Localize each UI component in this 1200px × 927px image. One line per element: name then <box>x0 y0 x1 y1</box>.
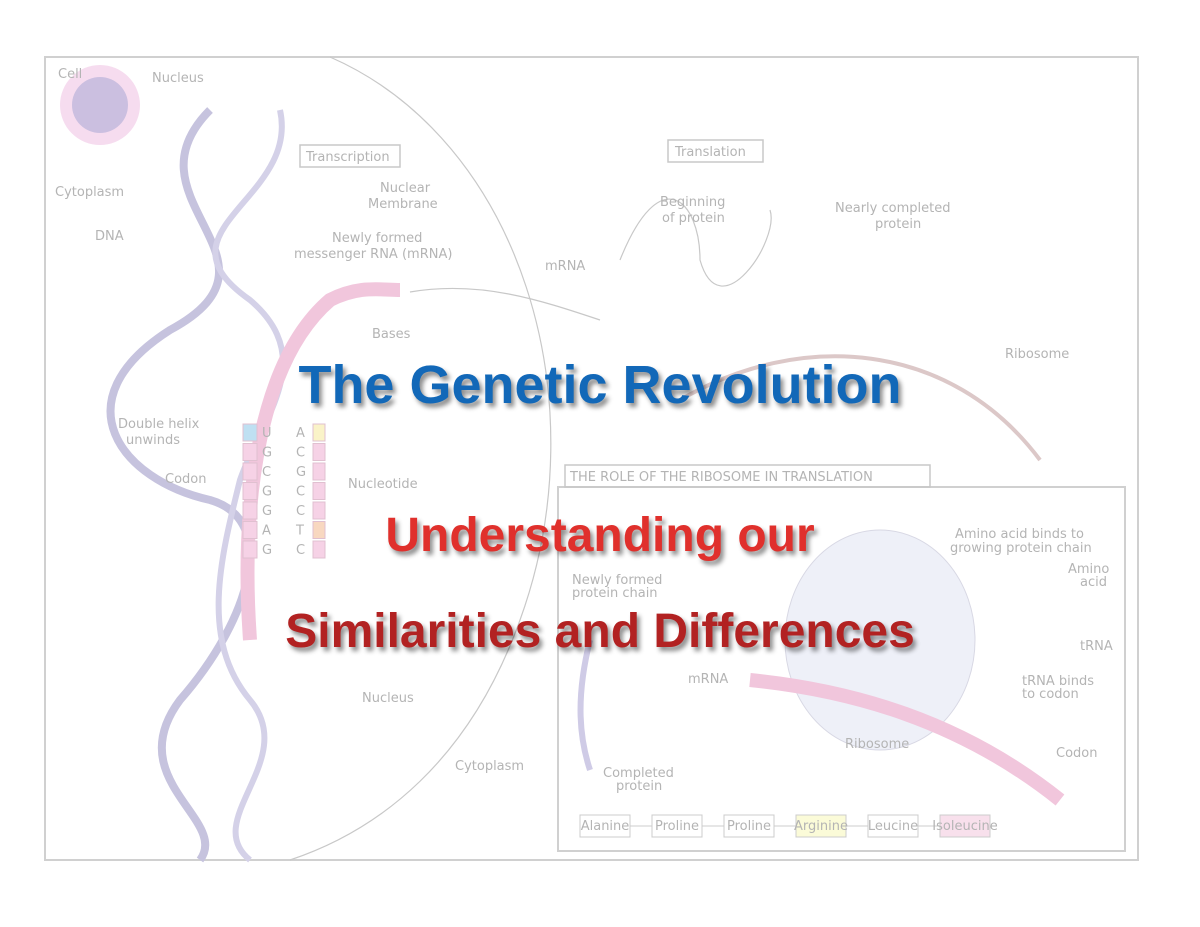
label: tRNA <box>1080 639 1113 654</box>
nucleotide-block <box>312 462 326 481</box>
slide-subtitle-line1: Understanding our <box>385 509 815 562</box>
label: Nucleotide <box>348 477 418 492</box>
label: acid <box>1080 575 1107 590</box>
slide-subtitle-line2: Similarities and Differences <box>285 605 915 658</box>
label: Cytoplasm <box>55 185 124 200</box>
dna-strand <box>212 109 286 863</box>
label: protein chain <box>572 586 658 601</box>
label: to codon <box>1022 687 1079 702</box>
protein-chain <box>619 198 772 287</box>
label: unwinds <box>126 433 180 448</box>
inset-title-box <box>564 464 931 488</box>
label: Nucleus <box>362 691 414 706</box>
base-letter: C <box>296 446 305 461</box>
amino-acid-label: Proline <box>727 819 771 834</box>
label: protein <box>616 779 662 794</box>
amino-acid-box <box>939 814 991 838</box>
label: of protein <box>662 211 725 226</box>
base-letter: T <box>295 524 304 539</box>
transcription-box <box>299 144 401 168</box>
nucleotide-block <box>312 540 326 559</box>
nucleotide-block <box>242 423 258 442</box>
nucleotide-block <box>312 482 326 500</box>
base-letter: G <box>262 543 272 558</box>
label: Codon <box>165 472 206 487</box>
label: Ribosome <box>845 737 909 752</box>
label: Codon <box>1056 746 1097 761</box>
label: Membrane <box>368 197 438 212</box>
label: Completed <box>603 766 674 781</box>
label: DNA <box>95 229 124 244</box>
base-letter: U <box>262 426 272 441</box>
nuclear-membrane <box>289 56 552 861</box>
label: Bases <box>372 327 411 342</box>
inset-title: THE ROLE OF THE RIBOSOME IN TRANSLATION <box>569 470 873 485</box>
nucleotide-block <box>242 501 258 520</box>
nucleotide-block <box>242 521 258 539</box>
base-letter: G <box>262 485 272 500</box>
label: messenger RNA (mRNA) <box>294 247 452 262</box>
base-letter: G <box>296 465 306 480</box>
label: growing protein chain <box>950 541 1092 556</box>
base-letter: C <box>296 543 305 558</box>
nucleotide-block <box>312 501 326 520</box>
label: Cell <box>58 67 82 82</box>
label: Double helix <box>118 417 200 432</box>
label: Nuclear <box>380 181 431 196</box>
amino-acid-label: Leucine <box>868 819 918 834</box>
base-letter: C <box>262 465 271 480</box>
label: Newly formed <box>572 573 662 588</box>
nucleotide-block <box>242 462 258 481</box>
translation-box <box>667 139 764 163</box>
nucleotide-block <box>312 521 326 539</box>
base-letter: G <box>262 504 272 519</box>
label: mRNA <box>545 259 585 274</box>
nucleotide-block <box>242 540 258 559</box>
amino-acid-label: Isoleucine <box>932 819 997 834</box>
nucleotide-block <box>242 443 258 461</box>
mrna-translation <box>678 354 1042 462</box>
diagram-labels: Cell Nucleus Cytoplasm DNA Transcription… <box>55 67 1113 794</box>
amino-acid-label: Proline <box>655 819 699 834</box>
label: Translation <box>674 145 746 160</box>
label: Nucleus <box>152 71 204 86</box>
slide-title: The Genetic Revolution <box>298 355 902 415</box>
label: tRNA binds <box>1022 674 1094 689</box>
amino-acid-label: Arginine <box>794 819 848 834</box>
label: Beginning <box>660 195 725 210</box>
label: Newly formed <box>332 231 422 246</box>
label: Nearly completed <box>835 201 950 216</box>
base-letter: A <box>262 524 271 539</box>
nucleotide-block <box>242 482 258 500</box>
base-letter: G <box>262 446 272 461</box>
label: Transcription <box>305 150 390 165</box>
label: mRNA <box>688 672 728 687</box>
label: Ribosome <box>1005 347 1069 362</box>
arrow-to-translation <box>409 287 601 321</box>
base-letter: C <box>296 485 305 500</box>
completed-arrow <box>577 639 593 771</box>
base-letter: A <box>296 426 305 441</box>
amino-acid-chains: Alanine Proline Proline Arginine Leucine Isol… <box>579 814 998 838</box>
label: Cytoplasm <box>455 759 524 774</box>
label: Amino <box>1068 562 1109 577</box>
dna-strand <box>106 107 254 863</box>
label: protein <box>875 217 921 232</box>
nucleus-icon <box>72 77 128 133</box>
nucleotide-block <box>312 423 326 442</box>
base-letter: C <box>296 504 305 519</box>
amino-acid-label: Alanine <box>581 819 630 834</box>
mrna-inset-strand <box>749 673 1065 806</box>
label: Amino acid binds to <box>955 527 1084 542</box>
nucleotide-block <box>312 443 326 461</box>
